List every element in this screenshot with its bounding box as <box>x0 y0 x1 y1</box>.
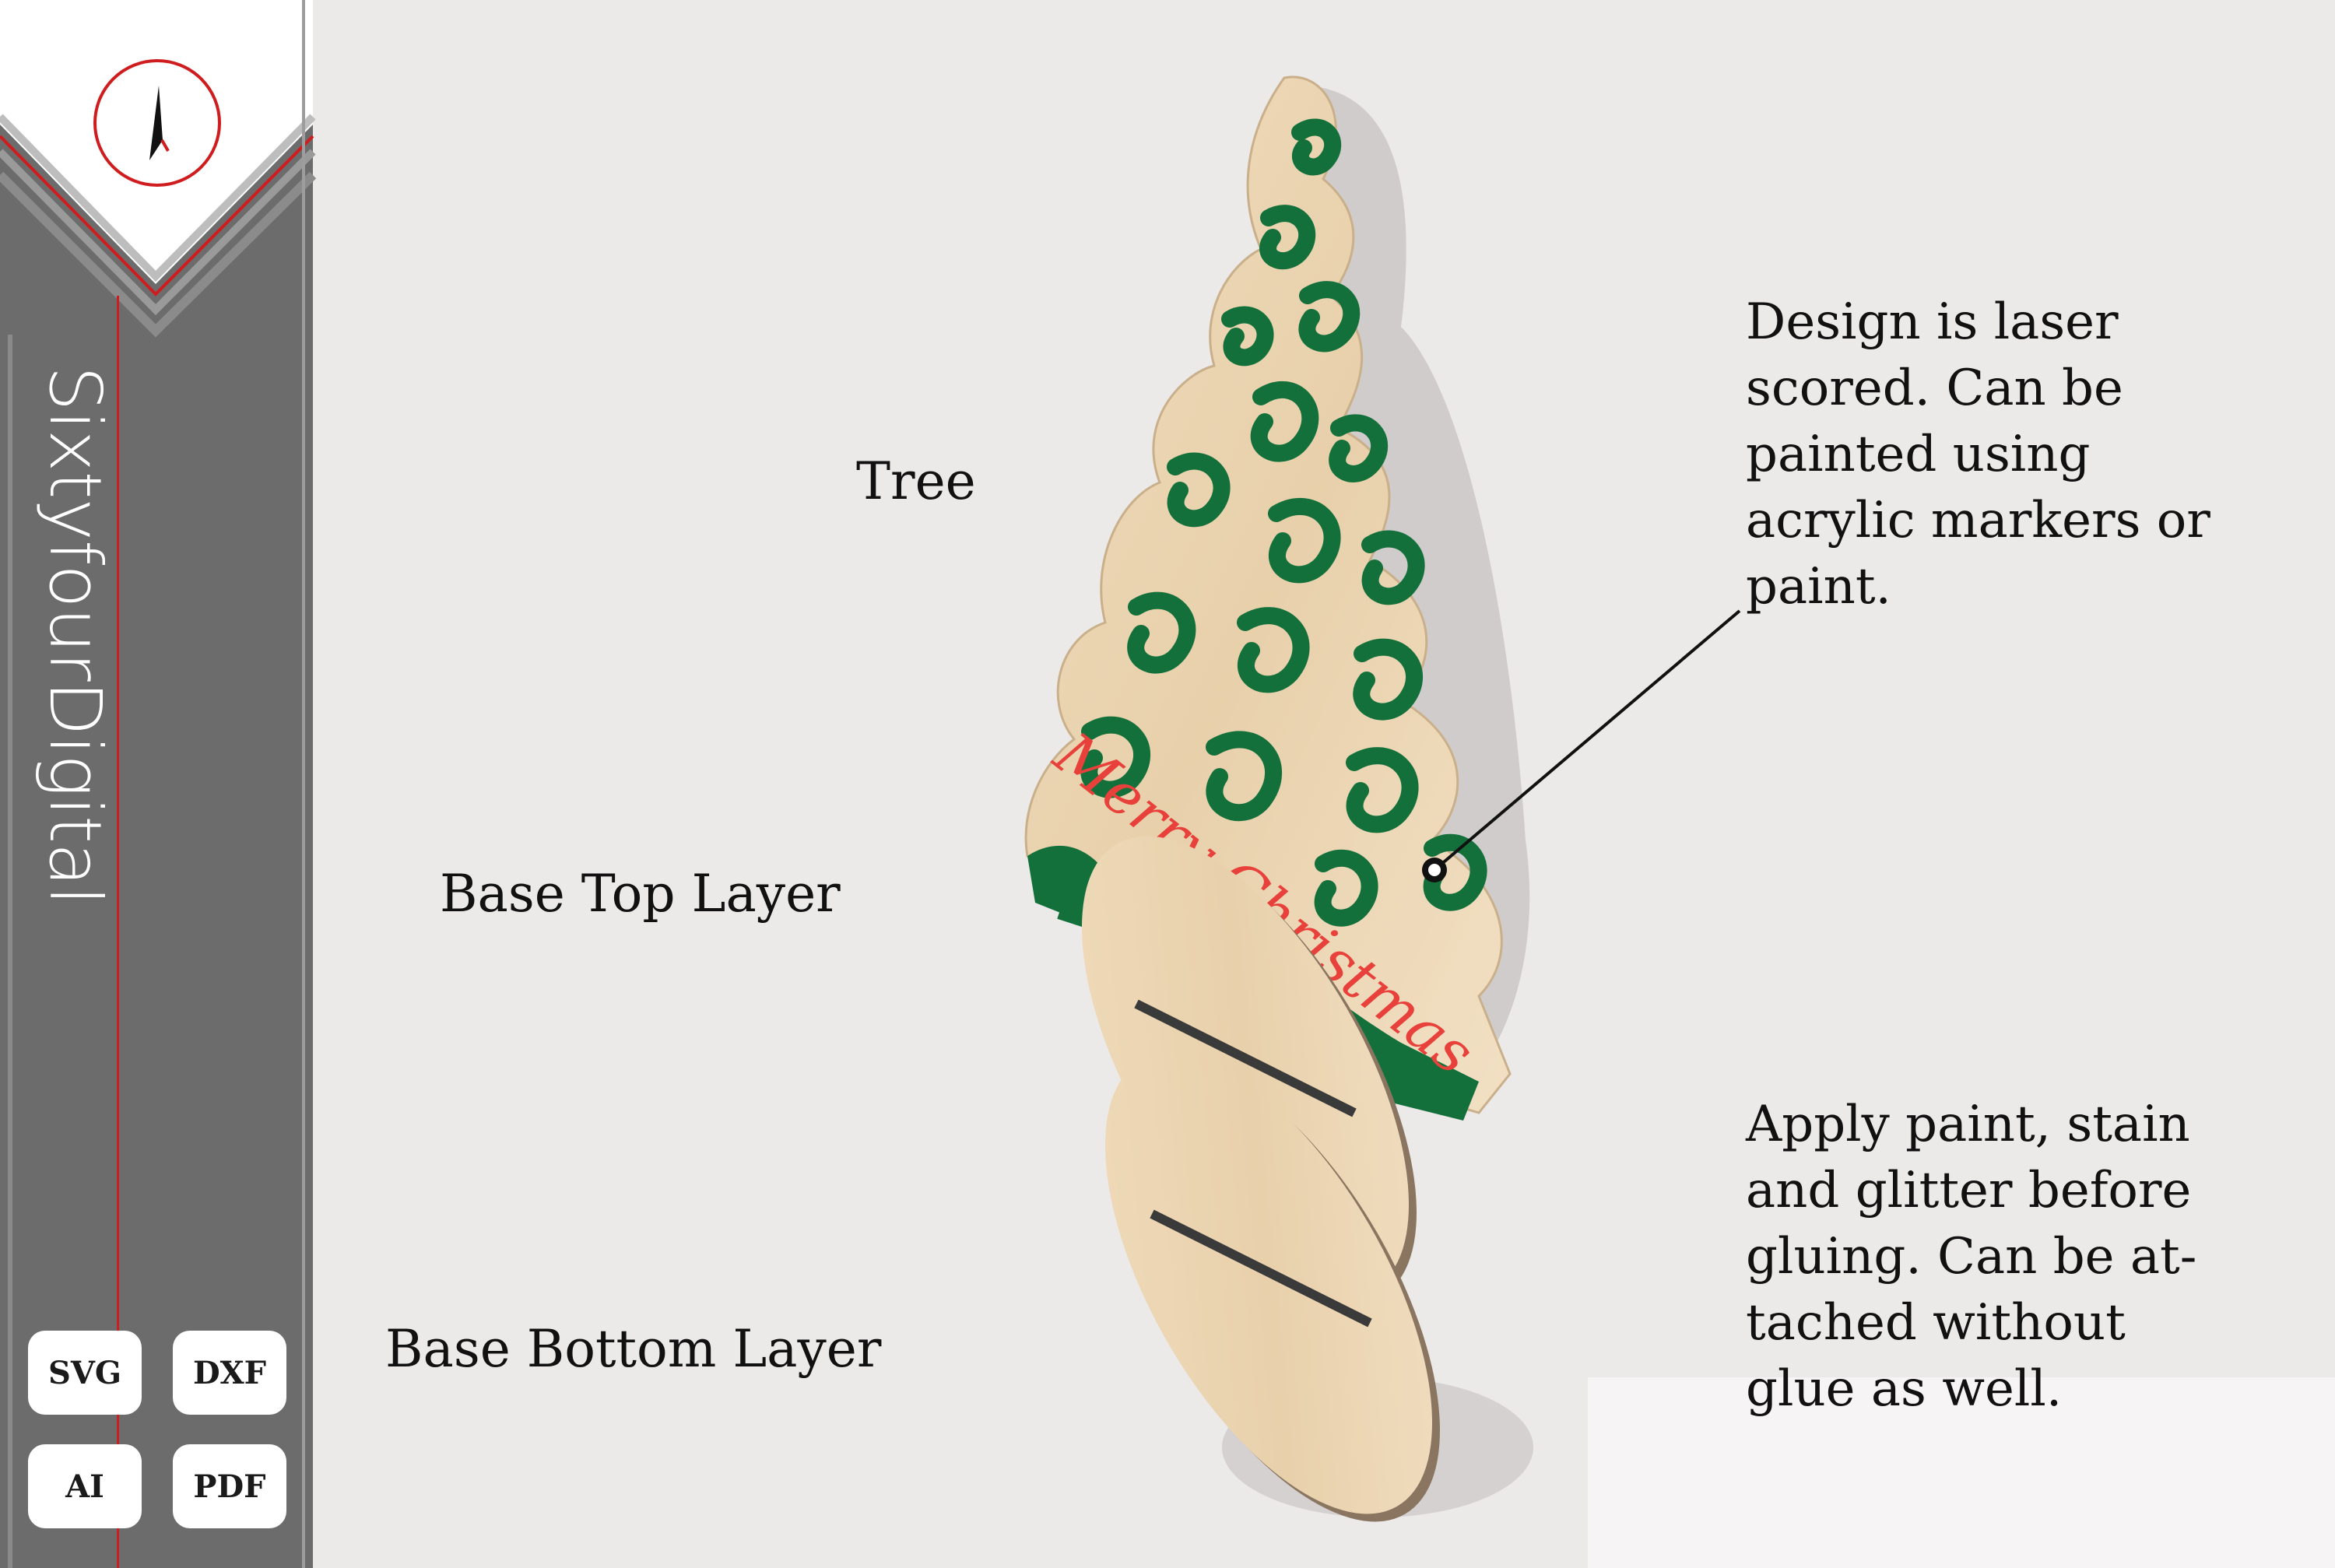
note-laser-line: Design is laser <box>1746 293 2119 351</box>
label-base-top: Base Top Layer <box>440 864 841 924</box>
note-laser-line: acrylic markers or <box>1746 492 2210 549</box>
note-laser-scored: Design is laser scored. Can be painted u… <box>1746 289 2210 620</box>
compass-logo-icon <box>93 59 221 187</box>
format-badge-ai: AI <box>28 1444 142 1528</box>
note-paint-line: and glitter before <box>1746 1162 2192 1219</box>
tree-stand-illustration: Merry Christmas <box>1024 75 1533 1522</box>
format-badge-dxf: DXF <box>173 1331 286 1415</box>
note-paint-line: gluing. Can be at- <box>1746 1228 2197 1286</box>
format-badge-pdf: PDF <box>173 1444 286 1528</box>
note-paint: Apply paint, stain and glitter before gl… <box>1746 1092 2196 1422</box>
note-paint-line: Apply paint, stain <box>1746 1096 2190 1153</box>
note-laser-line: painted using <box>1746 426 2091 483</box>
base-bottom-layer <box>1105 1054 1440 1522</box>
note-laser-line: paint. <box>1746 558 1891 616</box>
format-badge-svg: SVG <box>28 1331 142 1415</box>
note-paint-line: glue as well. <box>1746 1360 2063 1418</box>
note-paint-line: tached without <box>1746 1294 2126 1352</box>
note-laser-line: scored. Can be <box>1746 360 2123 417</box>
label-tree: Tree <box>856 451 976 511</box>
label-base-bottom: Base Bottom Layer <box>385 1319 882 1379</box>
